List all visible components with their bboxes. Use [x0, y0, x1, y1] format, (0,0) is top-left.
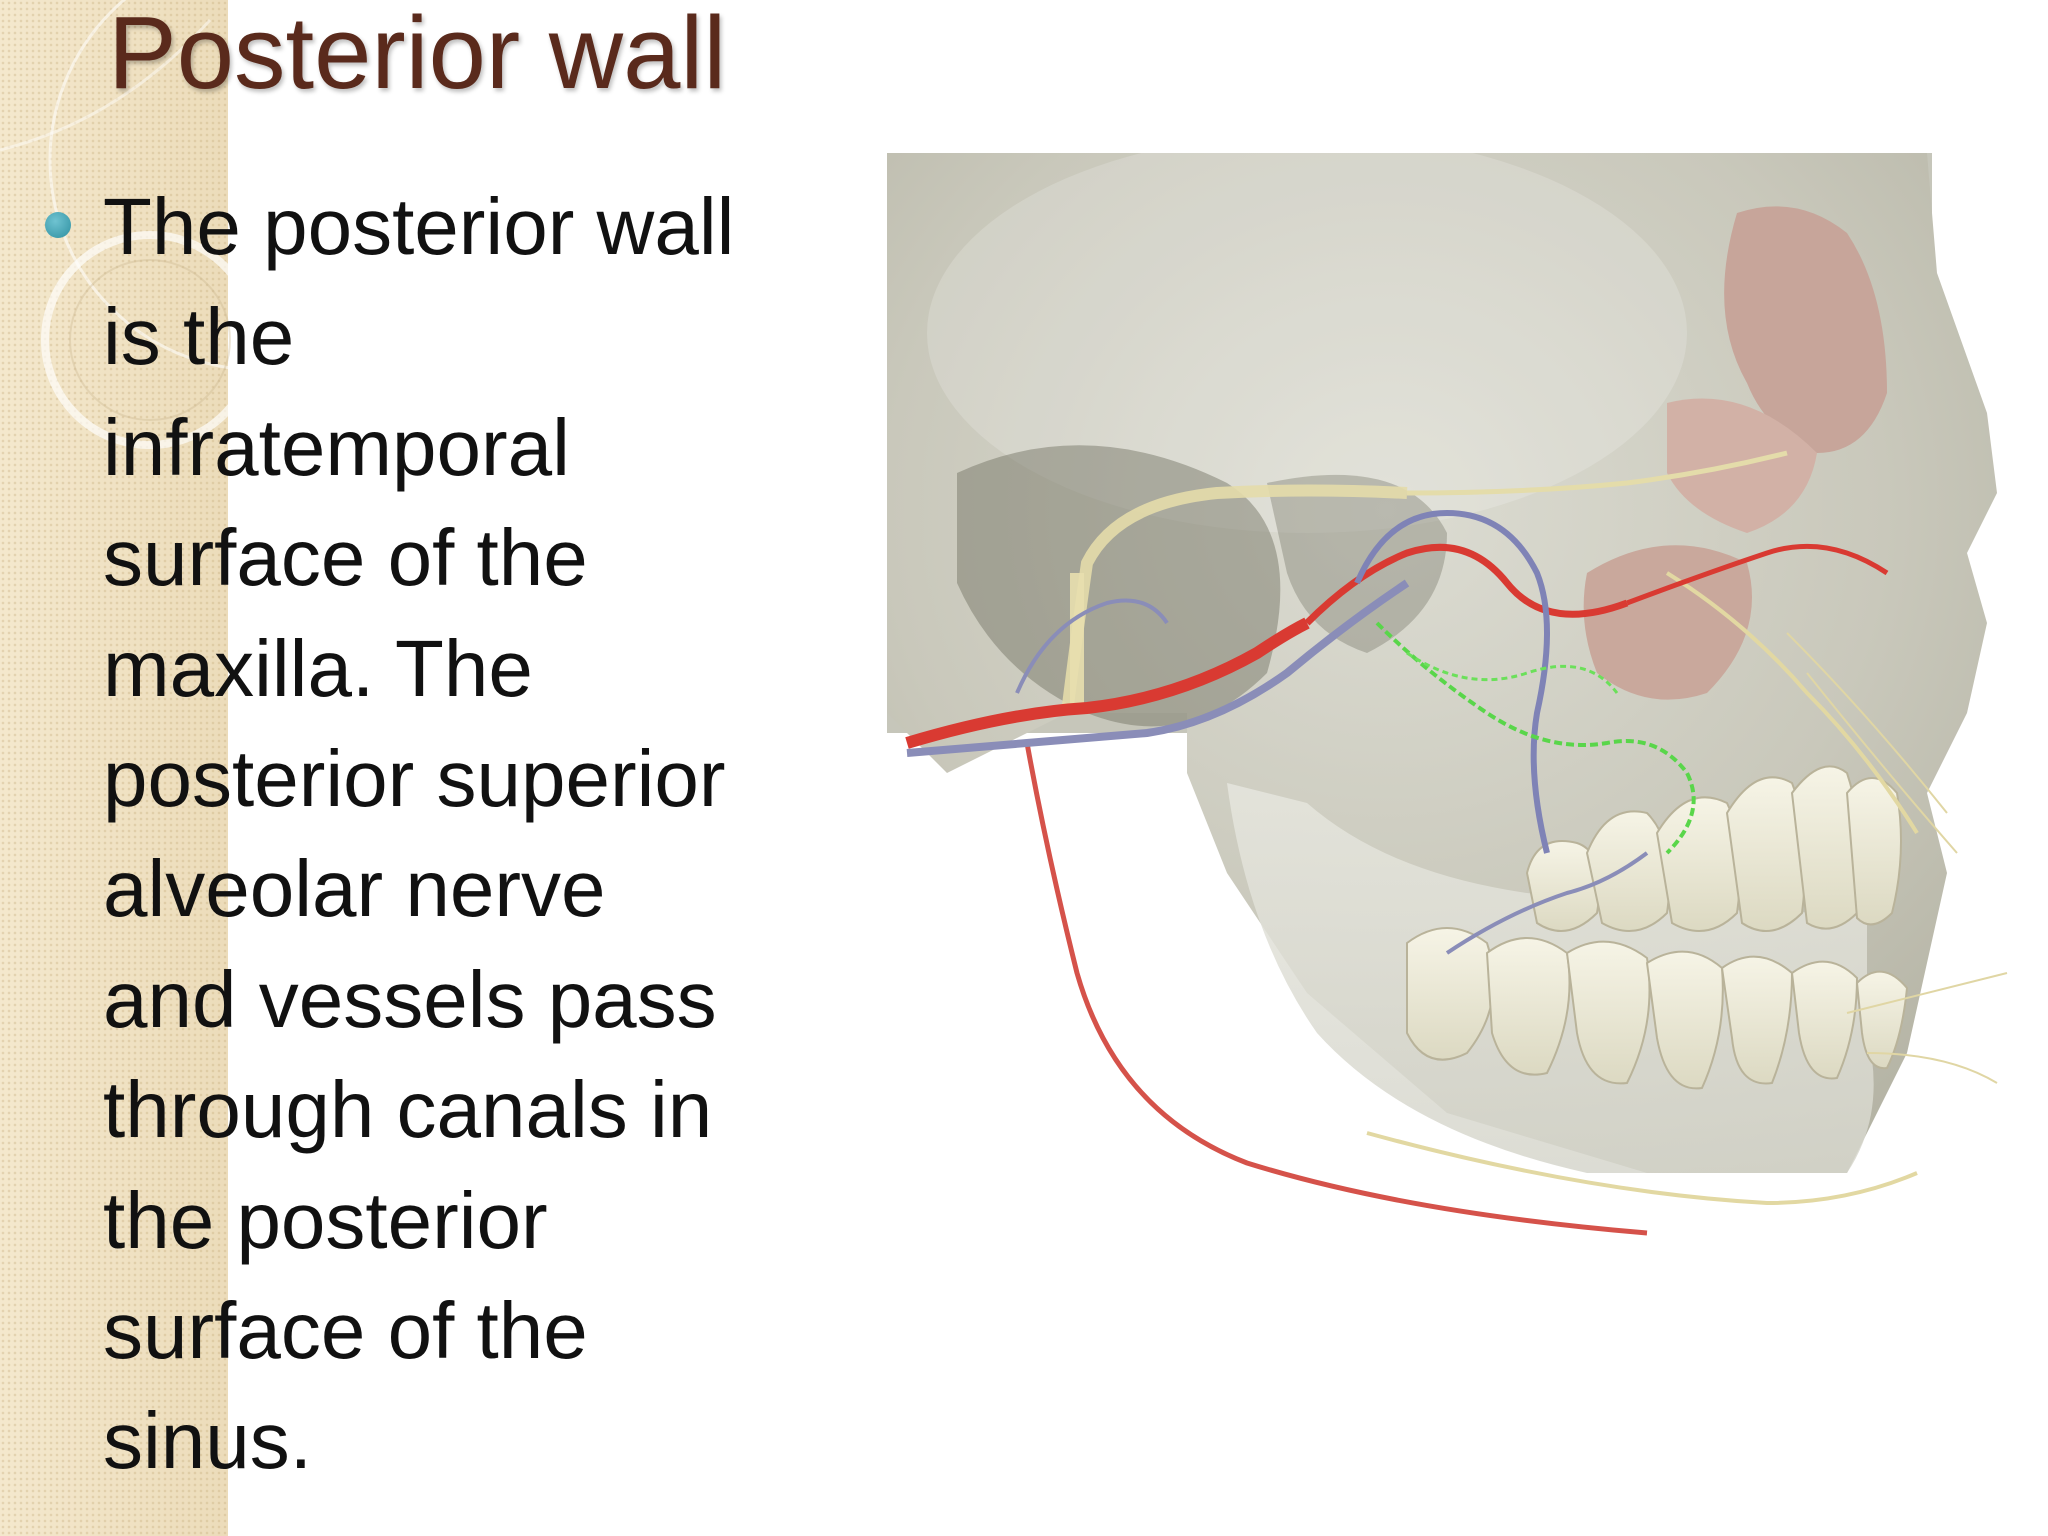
bullet-icon — [45, 212, 71, 238]
bullet-text: The posterior wall is the infratemporal … — [103, 182, 735, 1486]
slide-title: Posterior wall — [108, 0, 727, 110]
skull-anatomy-illustration — [887, 153, 2008, 1236]
